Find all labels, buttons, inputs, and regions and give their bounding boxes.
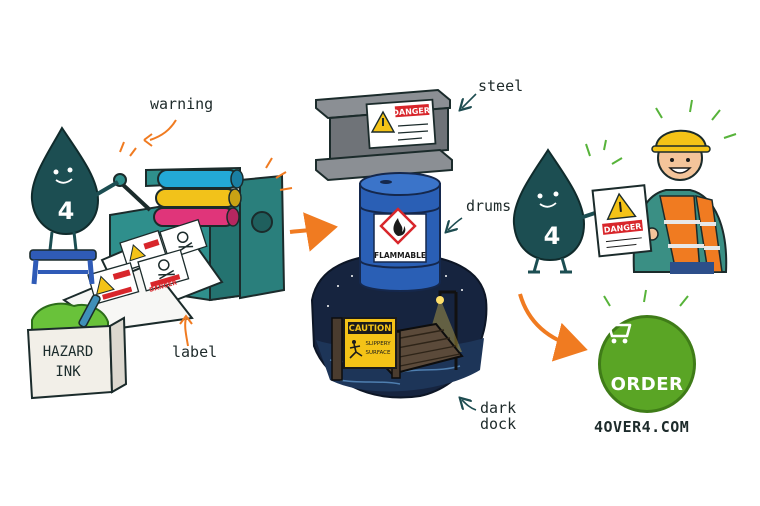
order-button-label: ORDER <box>610 374 684 395</box>
annotation-label: label <box>172 343 218 361</box>
annotation-drums: drums <box>466 197 512 215</box>
dock-sign-header: CAUTION <box>349 324 392 334</box>
mascot-number-right: 4 <box>544 222 561 250</box>
dock-sign-line1: SLIPPERY <box>365 341 391 347</box>
worker-sign-header: DANGER <box>603 222 641 235</box>
warning-triangle-icon <box>606 192 637 221</box>
ink-box-line1: HAZARD <box>43 344 94 360</box>
steel-beam: DANGER <box>315 88 453 182</box>
flammable-drum: FLAMMABLE <box>359 172 441 292</box>
annotation-dark: dark <box>480 399 517 417</box>
ink-drop-mascot-left: 4 <box>29 126 120 285</box>
slip-icon <box>349 340 363 359</box>
annotation-steel: steel <box>478 77 524 95</box>
ink-box-line2: INK <box>55 364 81 380</box>
dock-sign-line2: SURFACE <box>366 350 392 356</box>
worker-danger-sign: DANGER <box>591 184 653 258</box>
skull-icon <box>158 259 170 271</box>
ink-drop-mascot-right: 4 <box>512 148 599 274</box>
order-button[interactable]: ORDER <box>598 315 696 413</box>
warning-pointer <box>149 119 177 141</box>
annotation-warning: warning <box>150 95 214 113</box>
beam-sign-header: DANGER <box>392 106 430 118</box>
flow-arrow-2 <box>518 293 588 362</box>
annotation-dock: dock <box>480 415 517 433</box>
website-link[interactable]: 4OVER4.COM <box>594 418 690 436</box>
worker <box>631 99 737 274</box>
mascot-number: 4 <box>58 197 75 225</box>
drum-label: FLAMMABLE <box>374 251 426 260</box>
label-pointer <box>184 317 189 347</box>
skull-icon <box>176 231 189 243</box>
cart-icon <box>603 319 632 344</box>
hazard-ink-box: HAZARD INK <box>26 294 128 400</box>
flame-icon <box>393 218 406 236</box>
ink-rollers <box>153 169 244 227</box>
flow-arrow-1 <box>289 212 338 252</box>
